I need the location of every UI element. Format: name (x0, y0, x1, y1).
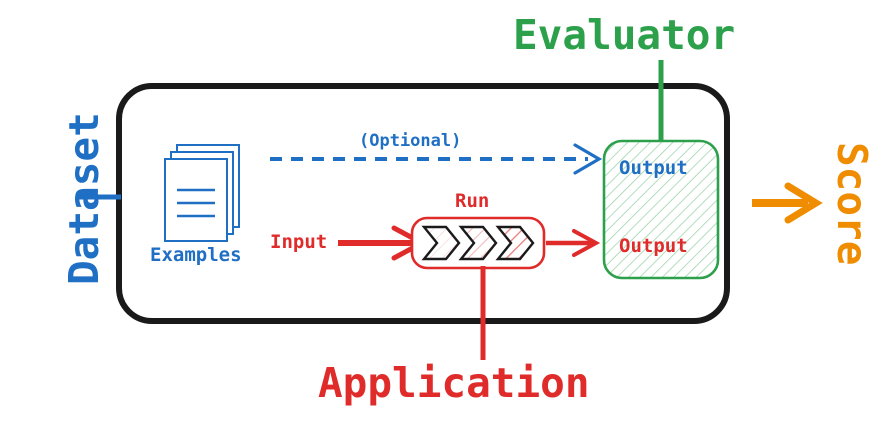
run-output-arrow (546, 229, 601, 257)
input-arrow (338, 225, 428, 261)
output-box (602, 139, 720, 280)
run-label: Run (455, 190, 490, 212)
run-chevron-2 (458, 225, 498, 261)
optional-label: (Optional) (359, 131, 462, 151)
optional-dashed-arrow (270, 143, 603, 175)
examples-icon (164, 144, 240, 242)
score-label: Score (828, 142, 876, 266)
run-chevron-3 (495, 225, 535, 261)
application-label: Application (318, 359, 590, 407)
dataset-label: Dataset (60, 112, 108, 285)
experiment-container-box (116, 83, 730, 324)
examples-label: Examples (150, 244, 242, 266)
input-label: Input (270, 231, 328, 253)
evaluator-label: Evaluator (513, 11, 736, 59)
run-chevrons (421, 225, 535, 261)
output-reference-label: Output (619, 157, 688, 179)
output-prediction-label: Output (619, 235, 688, 257)
score-arrow (752, 182, 823, 224)
run-chevron-1 (421, 225, 461, 261)
